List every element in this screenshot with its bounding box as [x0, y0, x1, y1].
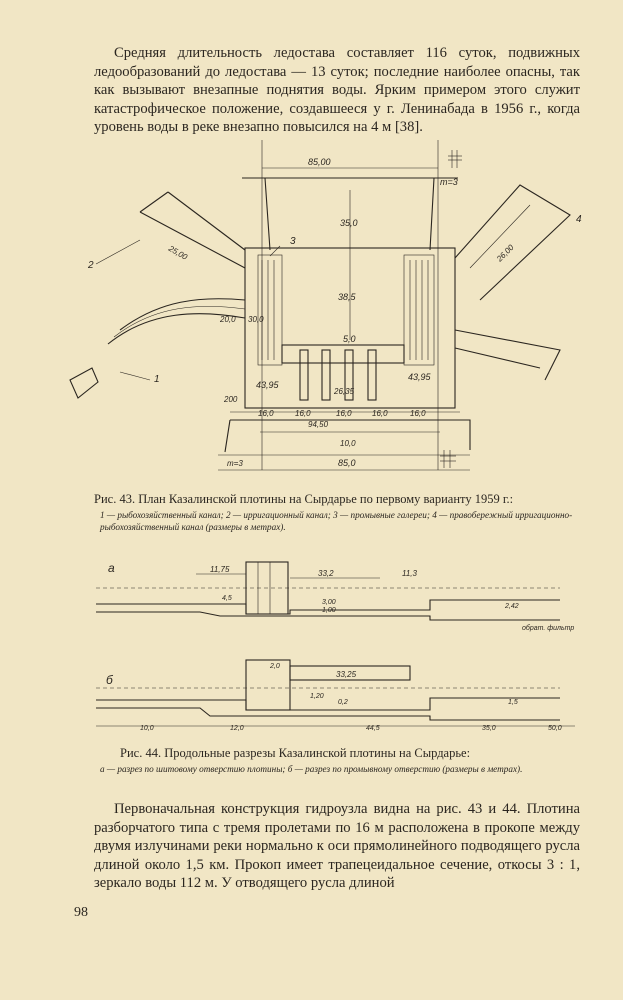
top-paragraph: Средняя длительность ледостава составляе…	[94, 45, 580, 136]
dim-44-5: 44,5	[366, 725, 380, 732]
dim-10-a: 10,0	[140, 725, 154, 732]
num-3: 3	[290, 236, 296, 247]
num-1: 1	[154, 374, 160, 385]
dim-4-5: 4,5	[222, 595, 232, 602]
figure-43-plan-drawing: 85,00 m=3 35,0 38,5 5,0 3	[69, 140, 582, 471]
hatch-right	[409, 260, 429, 360]
dim-94-5: 94,50	[308, 420, 329, 429]
dim-1-20: 1,20	[310, 693, 324, 700]
dim-43-95-left: 43,95	[256, 380, 280, 390]
label-b: б	[106, 673, 114, 687]
dim-12: 12,0	[230, 725, 244, 732]
dim-20: 20,0	[219, 315, 236, 324]
dim-3: 3,00	[322, 599, 336, 606]
dim-200: 200	[223, 395, 238, 404]
num-4: 4	[576, 214, 582, 225]
dim-16-a: 16,0	[258, 409, 274, 418]
figure-43-legend: 1 — рыбохозяйственный канал; 2 — ирригац…	[100, 510, 573, 532]
page-number: 98	[74, 905, 88, 920]
dim-35: 35,0	[482, 725, 496, 732]
dim-33-25: 33,25	[336, 670, 357, 679]
m-top: m=3	[440, 177, 458, 187]
dim-50: 50,0	[548, 725, 562, 732]
piers	[299, 349, 377, 401]
dim-10: 10,0	[340, 439, 356, 448]
figure-43-caption: Рис. 43. План Казалинской плотины на Сыр…	[94, 492, 514, 506]
dim-16-b: 16,0	[295, 409, 311, 418]
dim-30: 30,0	[248, 315, 264, 324]
dim-5: 5,0	[343, 334, 356, 344]
dim-26-35: 26,35	[333, 387, 355, 396]
dim-38-5: 38,5	[338, 292, 357, 302]
hatch-left	[261, 260, 275, 360]
dim-11-75: 11,75	[210, 565, 230, 574]
dim-16-e: 16,0	[410, 409, 426, 418]
bottom-paragraph: Первоначальная конструкция гидроузла вид…	[94, 801, 580, 892]
m-bottom: m=3	[227, 459, 243, 468]
dim-85-bottom: 85,0	[338, 458, 356, 468]
dim-2-0: 2,0	[269, 663, 280, 670]
dim-33-2: 33,2	[318, 569, 334, 578]
num-2: 2	[87, 260, 94, 271]
dim-top: 85,00	[308, 157, 331, 167]
dim-16-c: 16,0	[336, 409, 352, 418]
grid-mark-bottom	[440, 450, 456, 468]
label-a: а	[108, 561, 115, 575]
figure-44-legend: а — разрез по шитовому отверстию плотины…	[100, 764, 523, 774]
figure-44-sections-drawing: а 11,75 33,2 11,3 4,5 3,00 1,00 2,42 обр…	[96, 561, 575, 732]
dim-43-95-right: 43,95	[408, 372, 432, 382]
grid-mark-top	[448, 150, 462, 168]
dim-2-42: 2,42	[504, 603, 519, 610]
dim-1: 1,00	[322, 607, 336, 614]
dim-16-d: 16,0	[372, 409, 388, 418]
dim-35: 35,0	[340, 218, 358, 228]
dim-11-3: 11,3	[402, 569, 418, 578]
figure-44-caption: Рис. 44. Продольные разрезы Казалинской …	[120, 746, 471, 760]
dim-25-right: 26,00	[494, 243, 516, 265]
dim-1-5: 1,5	[508, 699, 518, 706]
filter-label: обрат. фильтр	[522, 624, 574, 632]
dim-0-2: 0,2	[338, 699, 348, 706]
dim-25-left: 25,00	[166, 243, 189, 262]
